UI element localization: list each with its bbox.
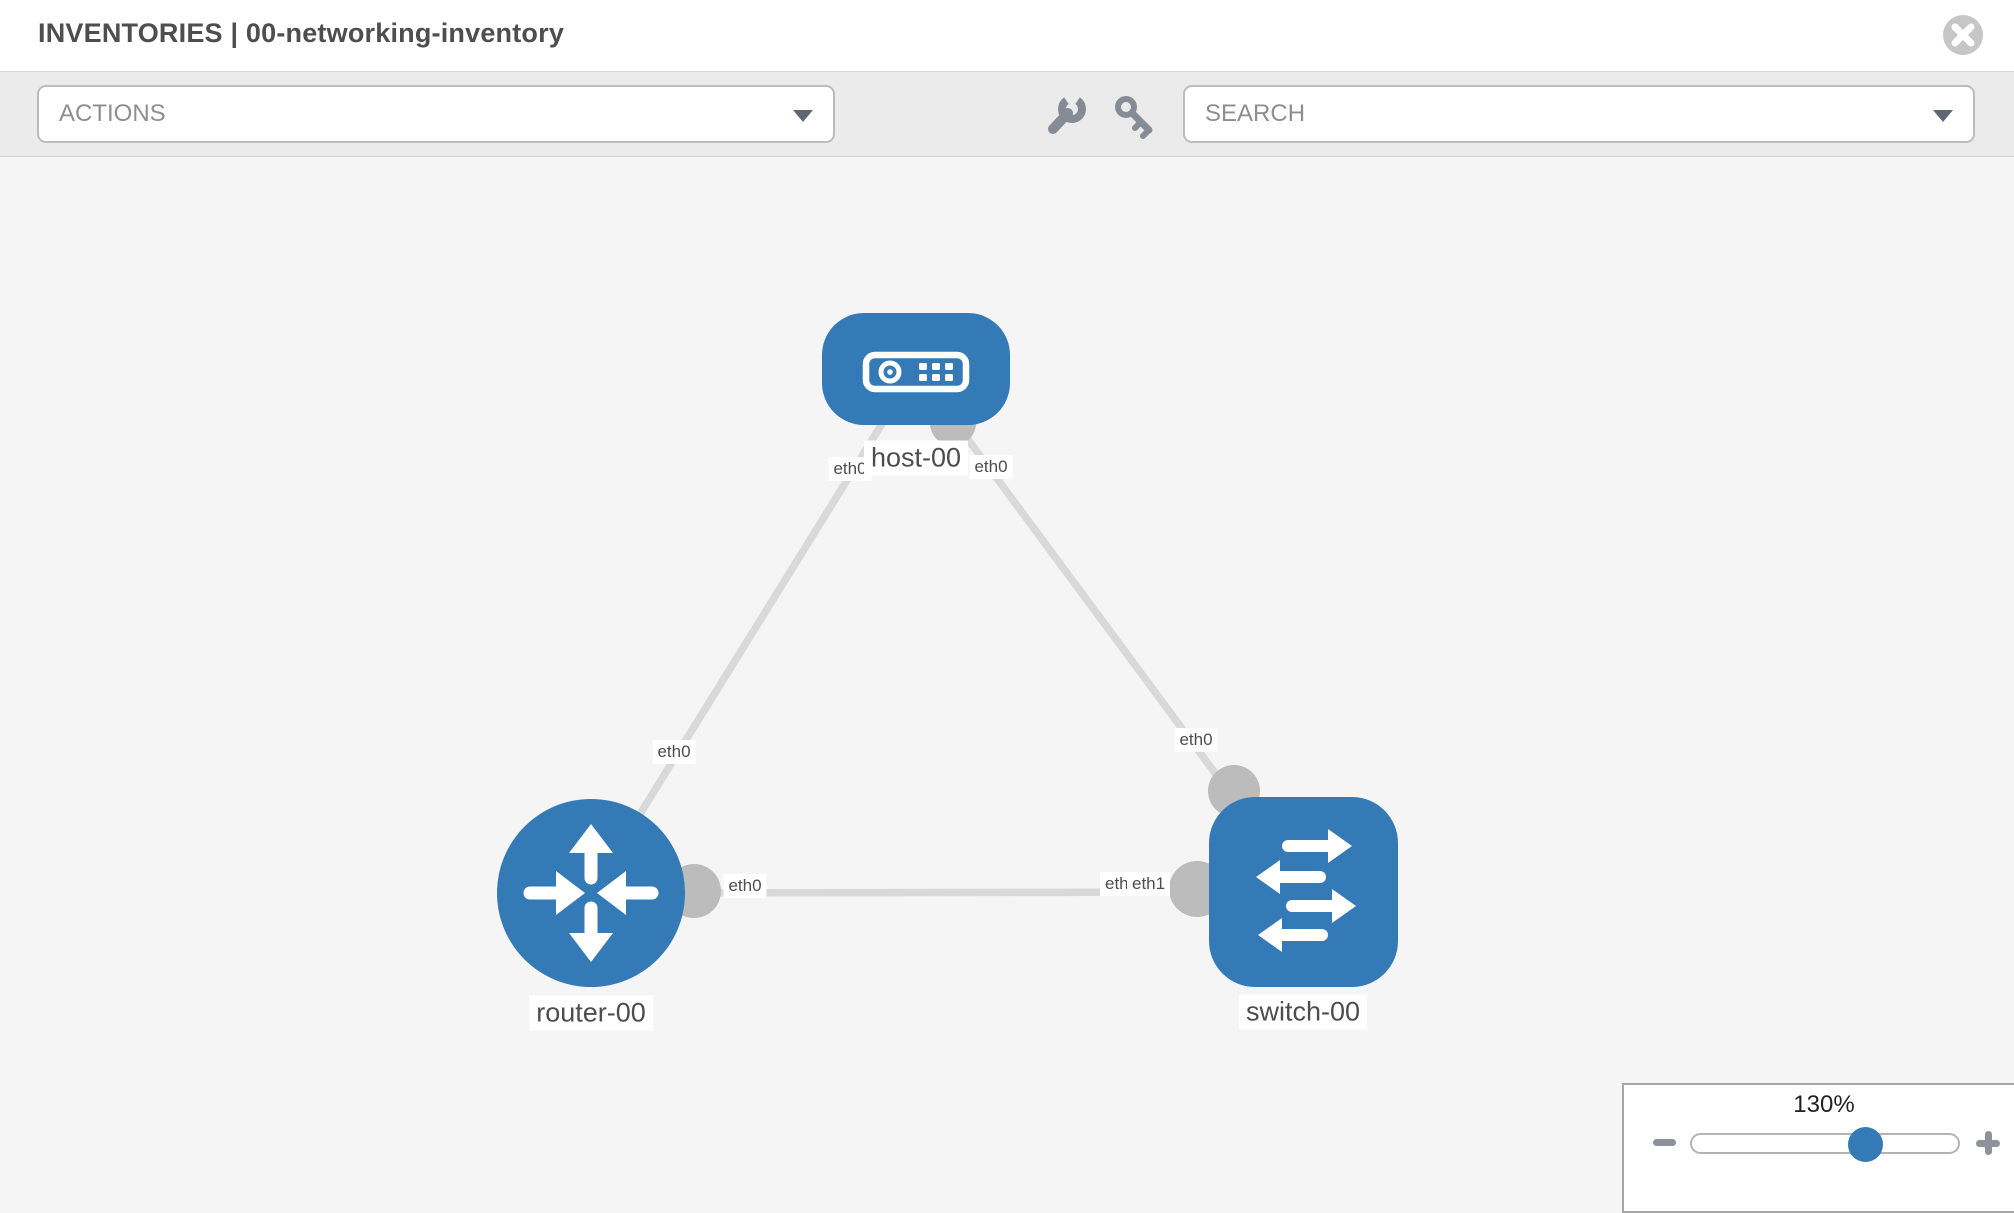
toolbar: ACTIONS SEARCH: [0, 72, 2014, 157]
zoom-level-value: 130%: [1793, 1091, 1855, 1118]
panel-header: INVENTORIES | 00-networking-inventory: [0, 0, 2014, 72]
zoom-control-panel: 130%: [1622, 1083, 2014, 1213]
node-label-router: router-00: [529, 995, 653, 1031]
link-host-router[interactable]: [587, 367, 920, 895]
node-host-00[interactable]: [822, 313, 1010, 425]
interface-label: eth1: [1127, 872, 1171, 896]
page-title: INVENTORIES | 00-networking-inventory: [38, 18, 565, 48]
actions-dropdown-label: ACTIONS: [59, 100, 166, 127]
node-router-00[interactable]: [497, 799, 685, 987]
router-icon: [523, 824, 659, 962]
close-icon[interactable]: [1943, 15, 1983, 55]
topology-canvas[interactable]: eth0 eth0 eth0 eth0 eth0 eth0 eth1 host-…: [0, 157, 2014, 1213]
node-label-switch: switch-00: [1238, 994, 1368, 1030]
key-icon[interactable]: [1106, 85, 1162, 143]
interface-label: eth0: [1174, 728, 1218, 752]
search-dropdown-label: SEARCH: [1205, 100, 1306, 127]
zoom-out-icon[interactable]: [1653, 1139, 1676, 1146]
interface-label: eth0: [723, 874, 767, 898]
caret-down-icon: [793, 110, 813, 122]
caret-down-icon: [1933, 110, 1953, 122]
interface-label: eth0: [652, 740, 696, 764]
wrench-icon[interactable]: [1038, 85, 1094, 143]
node-switch-00[interactable]: [1209, 797, 1398, 987]
zoom-slider[interactable]: [1690, 1127, 1960, 1162]
zoom-in-icon[interactable]: [1976, 1131, 2000, 1155]
host-icon: [862, 351, 970, 393]
interface-connectors: [667, 400, 1260, 918]
switch-icon: [1256, 829, 1356, 952]
interface-label: eth0: [969, 455, 1013, 479]
actions-dropdown[interactable]: ACTIONS: [37, 85, 835, 143]
zoom-slider-thumb[interactable]: [1848, 1127, 1883, 1162]
node-label-host: host-00: [863, 440, 969, 476]
search-dropdown[interactable]: SEARCH: [1183, 85, 1975, 143]
